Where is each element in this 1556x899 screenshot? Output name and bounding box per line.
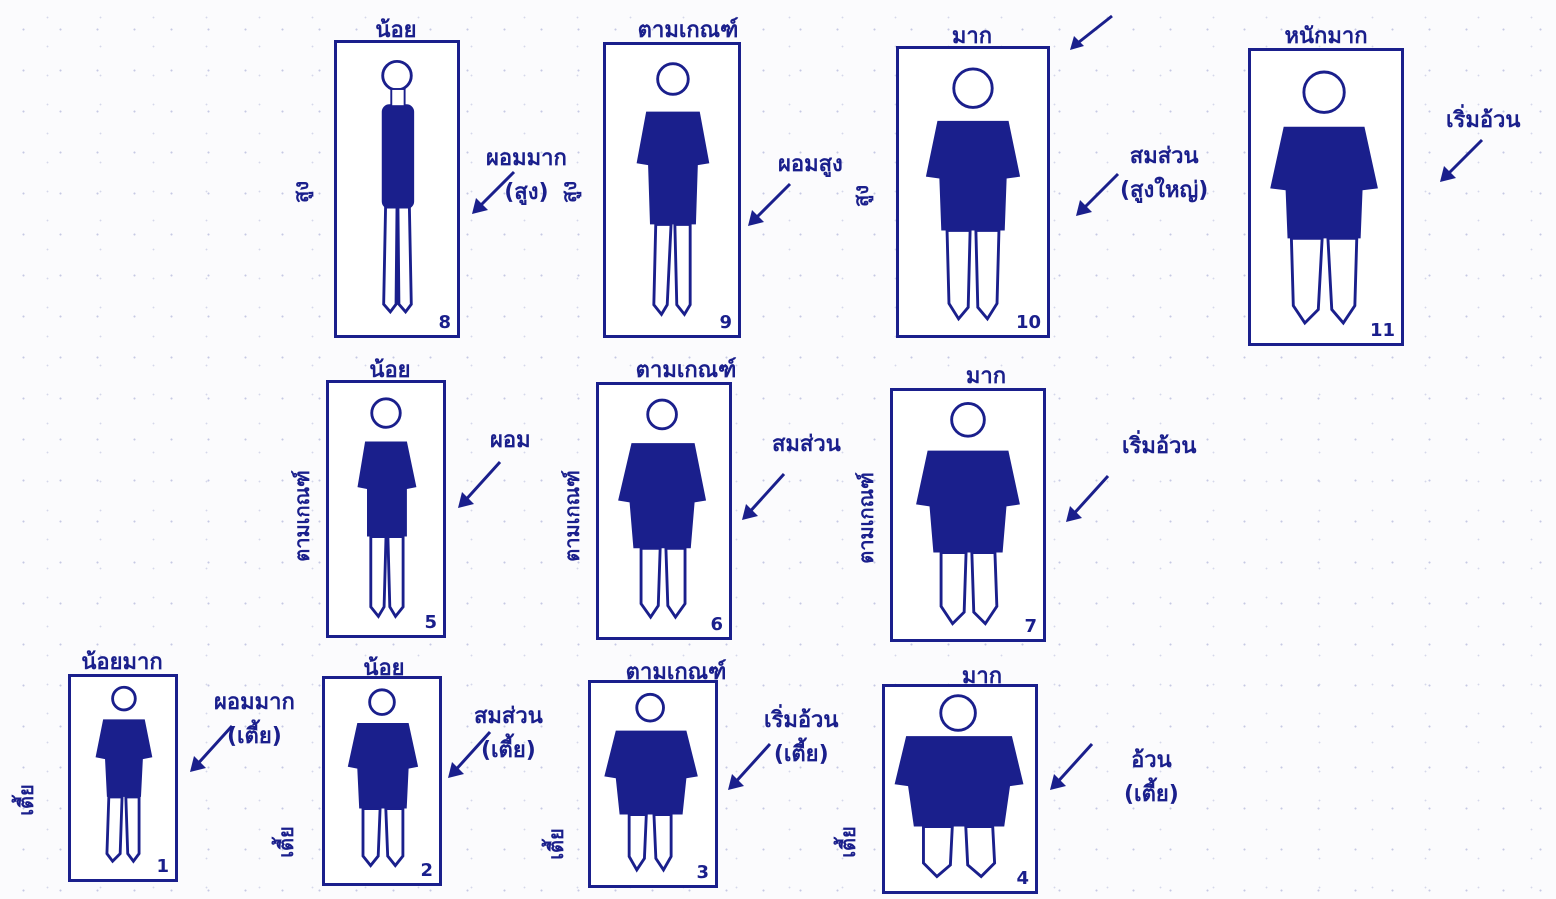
figure-10 <box>899 49 1047 335</box>
desc-11-line1: เริ่มอ้วน <box>1446 104 1520 138</box>
height-label-4: เตี้ย <box>832 826 864 858</box>
card-number-8: 8 <box>438 312 451 333</box>
figure-5 <box>329 383 443 635</box>
figure-4 <box>885 687 1035 891</box>
height-label-5: ตามเกณฑ์ <box>286 470 318 562</box>
desc-6-line1: สมส่วน <box>772 428 841 462</box>
desc-4-line2: (เตี้ย) <box>1124 778 1179 812</box>
desc-4-line1: อ้วน <box>1124 744 1179 778</box>
height-label-8: สูง <box>285 181 317 203</box>
desc-10-line2: (สูงใหญ่) <box>1120 174 1208 208</box>
figure-3 <box>591 683 715 885</box>
card-number-5: 5 <box>424 612 437 633</box>
figure-card-8: 8 <box>334 40 460 338</box>
figure-card-2: 2 <box>322 676 442 886</box>
desc-5: ผอม <box>490 424 531 458</box>
desc-11: เริ่มอ้วน <box>1446 104 1520 138</box>
figure-card-1: 1 <box>68 674 178 882</box>
card-number-3: 3 <box>696 862 709 883</box>
figure-1 <box>71 677 175 879</box>
figure-card-5: 5 <box>326 380 446 638</box>
desc-3: เริ่มอ้วน (เตี้ย) <box>764 704 838 772</box>
figure-card-9: 9 <box>603 42 741 338</box>
height-label-1: เตี้ย <box>10 784 42 816</box>
figure-card-6: 6 <box>596 382 732 640</box>
card-number-6: 6 <box>710 614 723 635</box>
desc-9-line1: ผอมสูง <box>778 148 843 182</box>
card-number-1: 1 <box>156 856 169 877</box>
arrow-5 <box>454 458 504 512</box>
arrow-8 <box>468 168 518 218</box>
figure-8 <box>337 43 457 335</box>
desc-10: สมส่วน (สูงใหญ่) <box>1120 140 1208 208</box>
arrow-1 <box>186 722 236 776</box>
figure-11 <box>1251 51 1401 343</box>
desc-5-line1: ผอม <box>490 424 531 458</box>
card-number-9: 9 <box>719 312 732 333</box>
figure-2 <box>325 679 439 883</box>
height-label-3: เตี้ย <box>540 828 572 860</box>
arrow-2 <box>444 728 494 782</box>
figure-card-3: 3 <box>588 680 718 888</box>
desc-9: ผอมสูง <box>778 148 843 182</box>
card-number-10: 10 <box>1016 312 1041 333</box>
height-label-10: สูง <box>845 185 877 207</box>
card-number-4: 4 <box>1016 868 1029 889</box>
desc-4: อ้วน (เตี้ย) <box>1124 744 1179 812</box>
card-number-7: 7 <box>1024 616 1037 637</box>
desc-1-line1: ผอมมาก <box>214 686 295 720</box>
figure-card-11: 11 <box>1248 48 1404 346</box>
figure-card-10: 10 <box>896 46 1050 338</box>
arrow-4 <box>1046 740 1096 794</box>
desc-10-line1: สมส่วน <box>1120 140 1208 174</box>
figure-6 <box>599 385 729 637</box>
arrow-10 <box>1072 170 1122 220</box>
desc-7-line1: เริ่มอ้วน <box>1122 430 1196 464</box>
desc-7: เริ่มอ้วน <box>1122 430 1196 464</box>
card-number-2: 2 <box>420 860 433 881</box>
figure-7 <box>893 391 1043 639</box>
height-label-6: ตามเกณฑ์ <box>556 470 588 562</box>
arrow-11 <box>1436 136 1486 186</box>
figure-9 <box>606 45 738 335</box>
card-number-11: 11 <box>1370 320 1395 341</box>
arrow-7 <box>1062 472 1112 526</box>
arrow-9 <box>744 180 794 230</box>
figure-card-7: 7 <box>890 388 1046 642</box>
desc-3-line1: เริ่มอ้วน <box>764 704 838 738</box>
arrow-10-top <box>1066 12 1116 52</box>
arrow-3 <box>724 740 774 794</box>
figure-card-4: 4 <box>882 684 1038 894</box>
arrow-6 <box>738 470 788 524</box>
height-label-2: เตี้ย <box>270 826 302 858</box>
height-label-7: ตามเกณฑ์ <box>850 472 882 564</box>
desc-3-line2: (เตี้ย) <box>764 738 838 772</box>
desc-6: สมส่วน <box>772 428 841 462</box>
